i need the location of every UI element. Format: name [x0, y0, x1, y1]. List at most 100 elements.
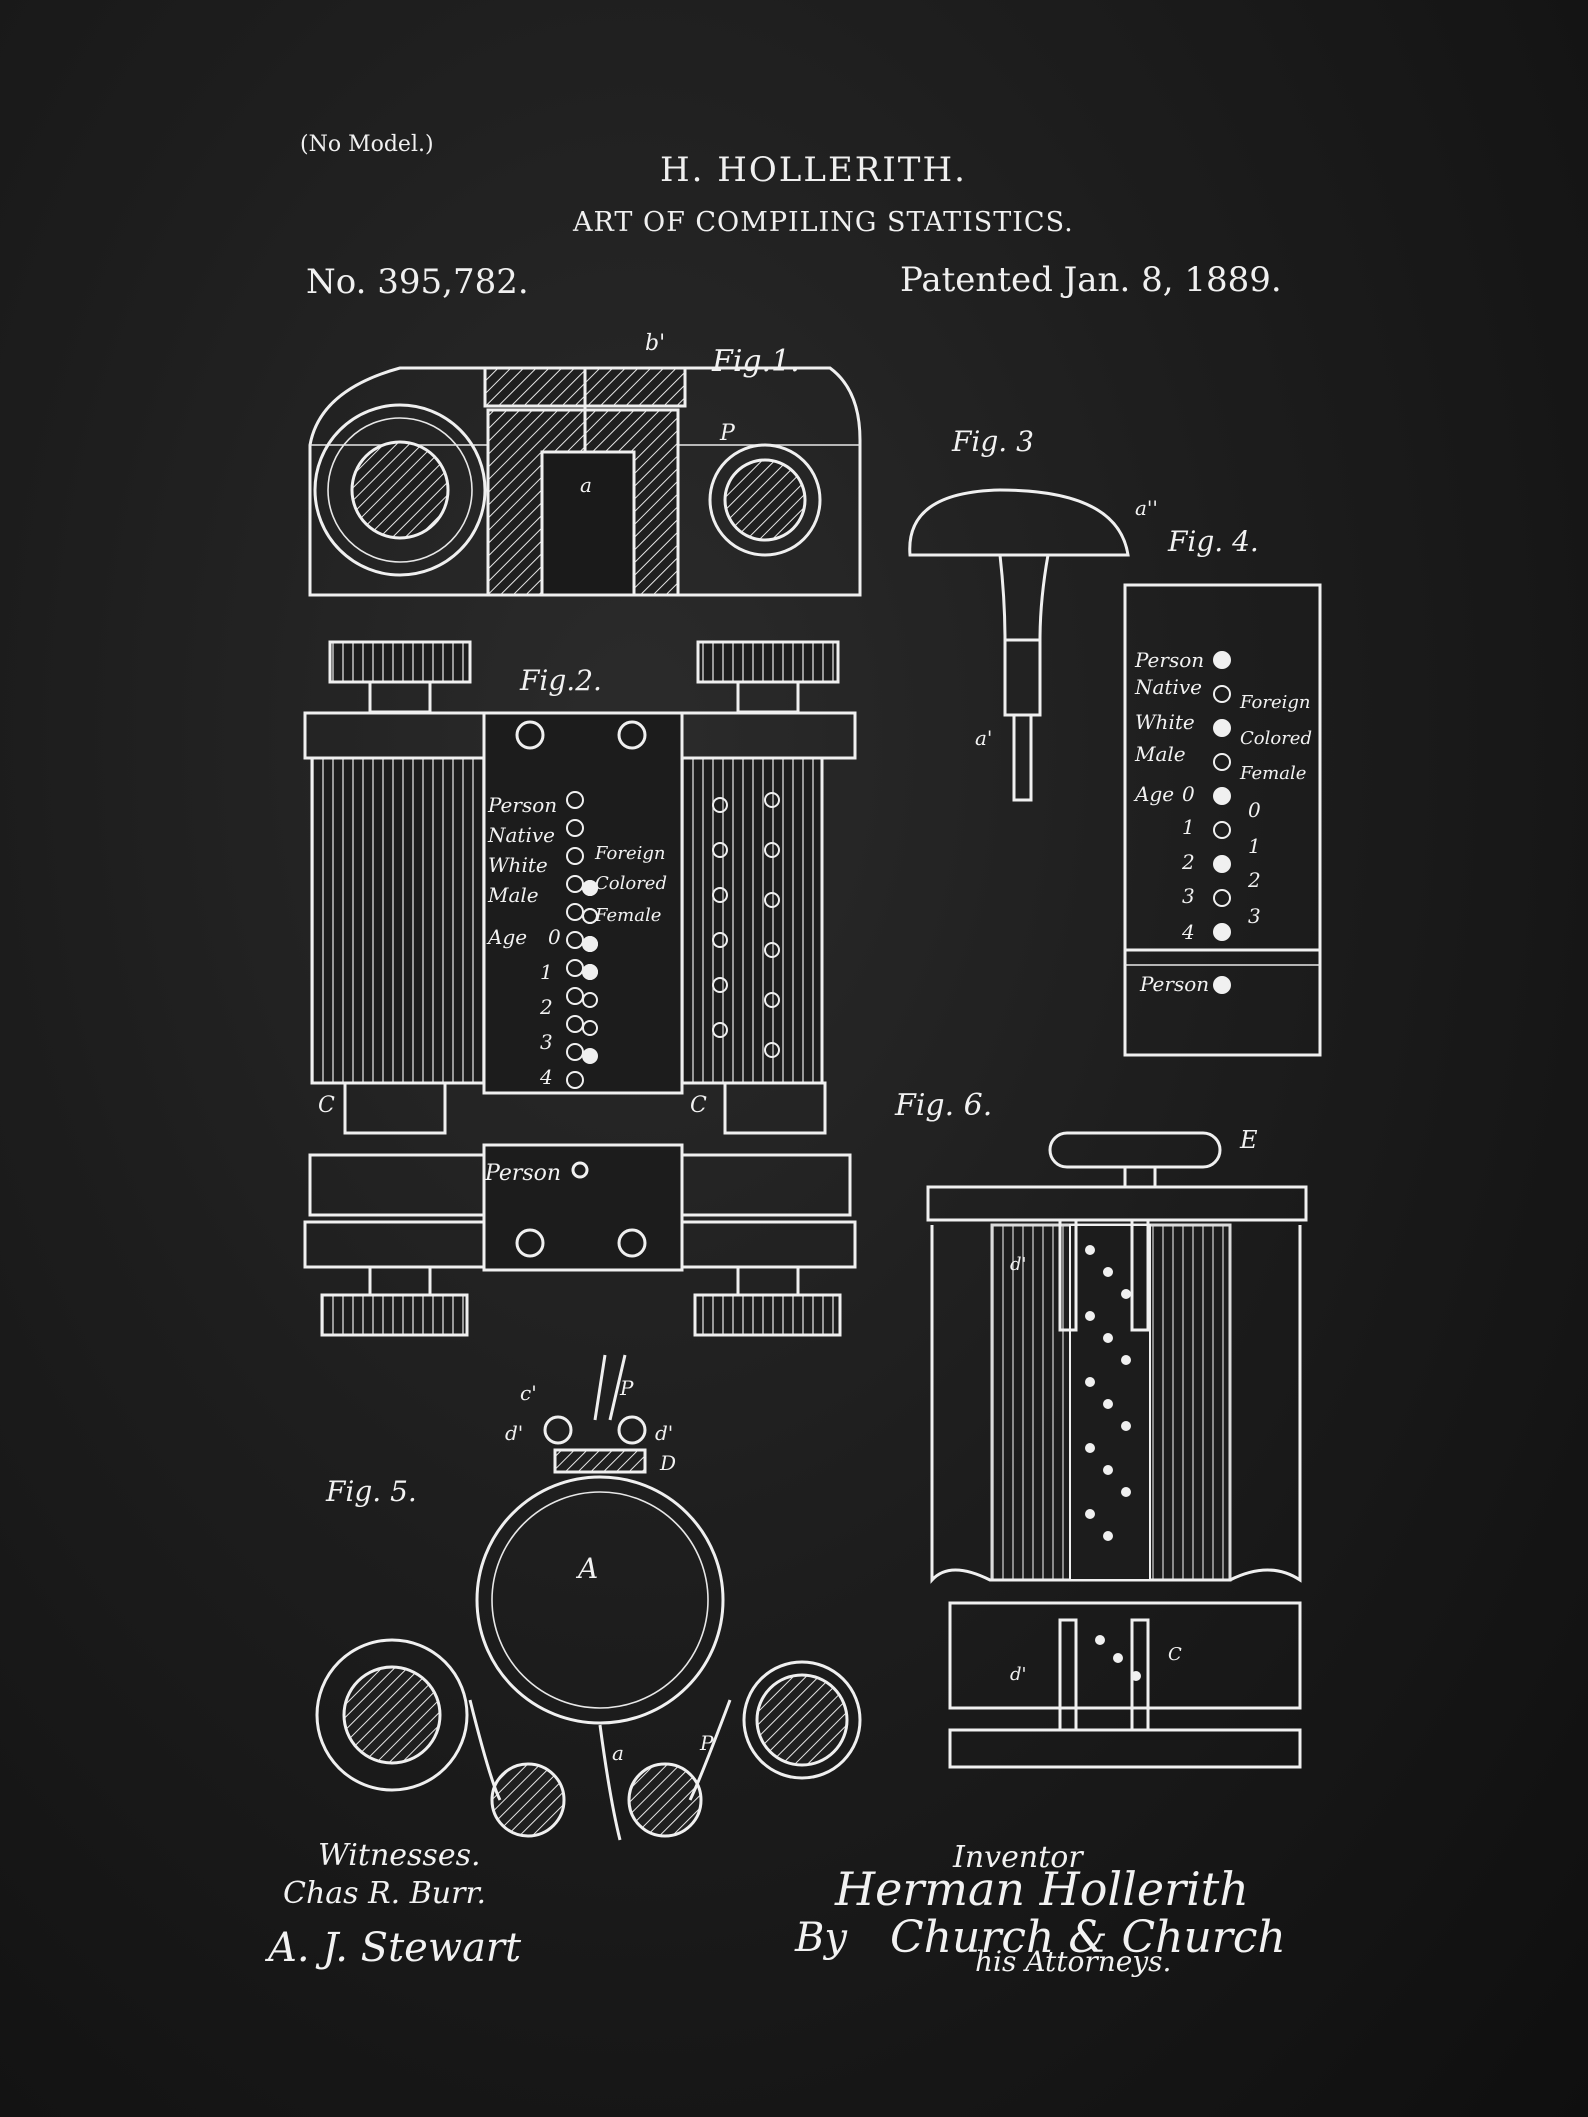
- card-hole: [1085, 1443, 1095, 1453]
- card-hole: [582, 964, 598, 980]
- roller-hole: [764, 792, 780, 808]
- svg-text:d': d': [505, 1421, 523, 1445]
- svg-text:d': d': [655, 1421, 673, 1445]
- card-hole: [566, 1043, 584, 1061]
- fig2-label-foreign: Foreign: [595, 843, 666, 864]
- card-hole: [1121, 1421, 1131, 1431]
- card-hole: [566, 1071, 584, 1089]
- fig4-label-foreign: Foreign: [1240, 692, 1311, 713]
- svg-text:a'': a'': [1135, 496, 1158, 520]
- card-hole: [1103, 1531, 1113, 1541]
- fig4-right-digit-1: 1: [1248, 834, 1261, 858]
- fig2-digit-4: 4: [540, 1065, 553, 1089]
- roller-hole: [712, 842, 728, 858]
- fig2-digit-3: 3: [540, 1030, 553, 1054]
- fig2-label-female: Female: [595, 905, 662, 926]
- svg-text:E: E: [1239, 1126, 1258, 1154]
- card-hole: [566, 847, 584, 865]
- fig1-label: Fig.1.: [712, 344, 800, 379]
- figure-3: a' a'': [908, 488, 1158, 802]
- card-hole: [1103, 1267, 1113, 1277]
- svg-text:c': c': [520, 1381, 537, 1405]
- fig2-digit-1: 1: [540, 960, 553, 984]
- witness-signature-1: Chas R. Burr.: [283, 1876, 487, 1911]
- figure-2: C C Person: [303, 640, 857, 1337]
- attorneys-label: his Attorneys.: [975, 1945, 1172, 1978]
- card-hole: [1085, 1311, 1095, 1321]
- svg-text:D: D: [659, 1451, 676, 1475]
- fig4-digit-3: 3: [1182, 884, 1195, 908]
- fig4-label-white: White: [1135, 710, 1195, 734]
- fig4-right-digit-2: 2: [1248, 868, 1261, 892]
- roller-hole: [712, 977, 728, 993]
- roller-hole: [764, 1042, 780, 1058]
- inventor-label: Inventor: [953, 1840, 1083, 1875]
- fig4-right-digit-3: 3: [1248, 904, 1261, 928]
- fig4-label-native: Native: [1135, 675, 1202, 699]
- fig4-digit-1: 1: [1182, 815, 1195, 839]
- figure-2-holes: [566, 791, 780, 1089]
- figure-4: [1123, 583, 1322, 1057]
- fig4-label: Fig. 4.: [1168, 525, 1259, 558]
- card-hole: [566, 959, 584, 977]
- card-hole: [566, 903, 584, 921]
- svg-text:d': d': [1010, 1254, 1026, 1275]
- svg-text:Person: Person: [484, 1161, 561, 1186]
- fig6-label: Fig. 6.: [895, 1088, 993, 1123]
- fig2-label-colored: Colored: [595, 873, 667, 894]
- svg-text:a: a: [580, 473, 592, 497]
- card-hole: [1213, 889, 1231, 907]
- fig2-label-native: Native: [488, 823, 555, 847]
- fig4-right-digit-0: 0: [1248, 798, 1261, 822]
- fig2-label-person: Person: [488, 793, 558, 817]
- witness-signature-2: A. J. Stewart: [268, 1925, 522, 1971]
- fig4-label-age: Age: [1135, 782, 1175, 806]
- witnesses-label: Witnesses.: [318, 1838, 481, 1873]
- card-hole: [1213, 753, 1231, 771]
- fig4-digit-2: 2: [1182, 850, 1195, 874]
- figure-1: b' P a: [308, 331, 862, 597]
- card-hole: [1121, 1289, 1131, 1299]
- card-hole: [1121, 1355, 1131, 1365]
- by-label: By: [795, 1915, 847, 1961]
- no-model-label: (No Model.): [300, 132, 434, 157]
- inventor-heading: H. HOLLERITH.: [660, 150, 967, 190]
- fig4-bottom-person: Person: [1140, 972, 1210, 996]
- card-hole: [1213, 651, 1231, 669]
- fig2-label-male: Male: [488, 883, 539, 907]
- svg-text:C: C: [318, 1093, 335, 1118]
- fig4-label-female: Female: [1240, 763, 1307, 784]
- card-hole: [566, 987, 584, 1005]
- fig4-label-colored: Colored: [1240, 728, 1312, 749]
- card-hole: [1095, 1635, 1105, 1645]
- card-hole: [1121, 1487, 1131, 1497]
- card-hole: [1085, 1509, 1095, 1519]
- patent-date: Patented Jan. 8, 1889.: [900, 260, 1282, 300]
- attorneys-signature: Church & Church: [890, 1912, 1286, 1963]
- svg-text:b': b': [645, 331, 665, 356]
- roller-hole: [712, 932, 728, 948]
- card-hole: [566, 931, 584, 949]
- card-hole: [1213, 719, 1231, 737]
- fig4-digit-0: 0: [1182, 782, 1195, 806]
- svg-text:C: C: [1168, 1644, 1182, 1665]
- card-hole: [1103, 1465, 1113, 1475]
- card-hole: [582, 908, 598, 924]
- card-hole: [1085, 1245, 1095, 1255]
- roller-hole: [712, 797, 728, 813]
- fig4-label-male: Male: [1135, 742, 1186, 766]
- card-hole: [1213, 923, 1231, 941]
- card-hole: [1085, 1377, 1095, 1387]
- fig4-label-person: Person: [1135, 648, 1205, 672]
- card-hole: [582, 1048, 598, 1064]
- figure-5: A c' d' d' P D P a: [315, 1354, 862, 1841]
- figure-4-holes: [1213, 651, 1231, 994]
- card-hole: [1103, 1399, 1113, 1409]
- fig2-digit-2: 2: [540, 995, 553, 1019]
- card-hole: [566, 875, 584, 893]
- roller-hole: [712, 1022, 728, 1038]
- card-hole: [1213, 821, 1231, 839]
- patent-title: ART OF COMPILING STATISTICS.: [573, 207, 1074, 238]
- roller-hole: [764, 992, 780, 1008]
